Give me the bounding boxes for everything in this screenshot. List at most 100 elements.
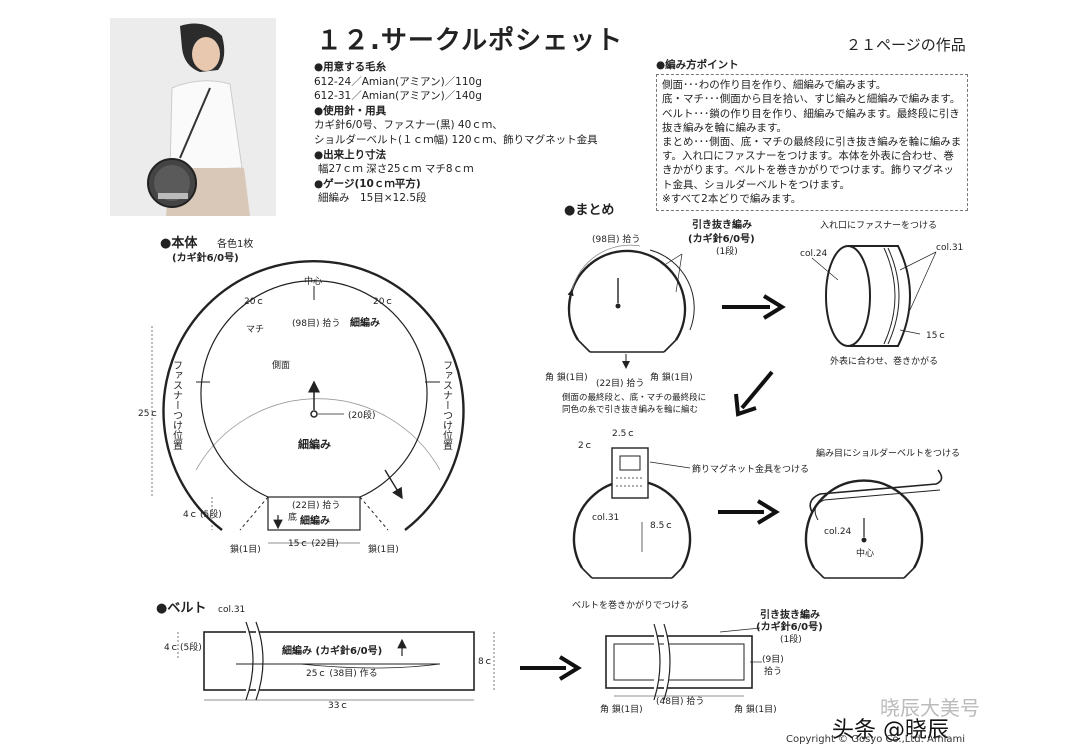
body-center-label: 中心 — [304, 275, 322, 287]
asm-dim-15: 15ｃ — [926, 331, 946, 341]
step-arrow — [520, 655, 582, 681]
tools-line: ショルダーベルト(１ｃｍ幅) 120ｃｍ、飾りマグネット金具 — [314, 133, 598, 146]
model-photo-illustration — [110, 18, 276, 216]
side-label: 側面 — [272, 359, 290, 371]
assembly-step4 — [804, 469, 943, 579]
watermark-site: 头条 @晓辰 — [832, 718, 949, 743]
bottom-pick-22: (22目) 拾う — [292, 499, 340, 511]
chain-right: 鎖(1目) — [368, 543, 399, 555]
points-heading: ●編み方ポイント — [656, 59, 739, 71]
zip-attach: 入れ口にファスナーをつける — [820, 220, 937, 231]
asm-pick-98: (98目) 拾う — [592, 233, 640, 245]
yarn-heading: ●用意する毛糸 — [314, 61, 387, 73]
height-25: 25ｃ — [138, 409, 158, 419]
model-photo — [110, 18, 276, 216]
step-arrow — [734, 370, 774, 417]
belt-col: col.31 — [218, 605, 245, 615]
height-4: 4ｃ — [183, 510, 198, 520]
belt-chain-25: 25ｃ (38目) 作る — [306, 667, 378, 679]
point-line: まとめ･･･側面、底・マチの最終段に引き抜き編みを輪に編みます。入れ口にファスナ… — [662, 136, 962, 191]
asm-corner-chain-left: 角 鎖(1目) — [545, 371, 588, 383]
size-heading: ●出来上り寸法 — [314, 148, 387, 161]
assembly-heading: ●まとめ — [564, 203, 614, 218]
asm-col24: col.24 — [800, 249, 828, 259]
bottom-label: 底 — [288, 511, 297, 523]
belt-rows-5: (5段) — [180, 641, 202, 653]
dim-2: 2ｃ — [578, 441, 593, 451]
asm-slip-stitch: 引き抜き編み — [692, 218, 752, 231]
points-box: 側面･･･わの作り目を作り、細編みで編みます。 底・マチ･･･側面から目を拾い、… — [656, 74, 968, 212]
size-line: 幅27ｃｍ 深さ25ｃｍ マチ8ｃｍ — [318, 163, 474, 176]
machi-label: マチ — [246, 324, 264, 335]
materials-block: ●用意する毛糸 612-24／Amian(アミアン)／110g 612-31／A… — [314, 60, 598, 206]
belt-whip-note: ベルトを巻きかがりでつける — [572, 599, 689, 611]
copyright: Copyright © Gosyo Co.,Ltd. Amiami — [786, 734, 965, 745]
dim-2-5: 2.5ｃ — [612, 429, 635, 439]
tools-heading: ●使用針・用具 — [314, 104, 387, 117]
point-line: 底・マチ･･･側面から目を拾い、すじ編みと細編みで編みます。 — [662, 93, 961, 106]
belt-hook: (カギ針6/0号) — [756, 620, 823, 633]
point-line: 側面･･･わの作り目を作り、細編みで編みます。 — [662, 79, 887, 92]
belt-dim-4: 4ｃ — [164, 643, 179, 653]
body-pick-98: (98目) 拾う — [292, 317, 340, 329]
belt-pick-word: 拾う — [764, 665, 782, 677]
belt-heading: ●ベルト — [156, 601, 206, 616]
body-sc-bottom: 細編み — [300, 514, 330, 527]
asm-corner-chain-right: 角 鎖(1目) — [650, 371, 693, 383]
body-sc-center: 細編み — [298, 437, 331, 451]
chain-left: 鎖(1目) — [230, 543, 261, 555]
body-hook: (カギ針6/0号) — [172, 251, 239, 264]
body-right-20: 20ｃ — [373, 297, 393, 307]
assembly-step1 — [567, 244, 695, 369]
step4-center: 中心 — [856, 547, 874, 559]
zip-position-left: ファスナーつけ位置 — [171, 360, 183, 450]
body-drawing — [151, 259, 465, 544]
belt-finished — [605, 623, 762, 701]
assembly-step2 — [811, 245, 937, 347]
asm-note-line: 同色の糸で引き抜き編みを輪に編む — [562, 404, 698, 415]
rows-5: (5段) — [200, 508, 222, 520]
gauge-heading: ●ゲージ(10ｃｍ平方) — [314, 177, 421, 190]
yarn-line: 612-24／Amian(アミアン)／110g — [314, 75, 482, 88]
bottom-width: 15ｃ (22目) — [288, 538, 339, 549]
yarn-line: 612-31／Amian(アミアン)／140g — [314, 90, 482, 103]
step-arrow — [722, 294, 786, 320]
shoulder-note: 編み目にショルダーベルトをつける — [816, 447, 960, 459]
step4-col24: col.24 — [824, 527, 852, 537]
page-title: １２.サークルポシェット — [316, 26, 624, 56]
belt-slip-stitch: 引き抜き編み — [760, 608, 820, 621]
dim-8-5: 8.5ｃ — [650, 521, 673, 531]
belt-pick-48: (48目) 拾う — [656, 695, 704, 707]
asm-rows-1: (1段) — [716, 245, 738, 257]
belt-dim-33: 33ｃ — [328, 701, 348, 711]
belt-pick-9: (9目) — [762, 654, 784, 665]
point-line: ※すべて2本どりで編みます。 — [662, 192, 802, 205]
body-sc-top: 細編み — [350, 316, 380, 329]
belt-corner-left: 角 鎖(1目) — [600, 703, 643, 715]
assembly-step3 — [572, 447, 692, 579]
body-left-20: 20ｃ — [244, 297, 264, 307]
tools-line: カギ針6/0号、ファスナー(黒) 40ｃｍ、 — [314, 119, 503, 132]
asm-hook: (カギ針6/0号) — [688, 232, 755, 245]
knitting-points: ●編み方ポイント 側面･･･わの作り目を作り、細編みで編みます。 底・マチ･･･… — [656, 58, 968, 212]
belt-corner-right: 角 鎖(1目) — [734, 703, 777, 715]
asm-pick-22: (22目) 拾う — [596, 377, 644, 389]
belt-drawing — [177, 621, 495, 701]
magnet-note: 飾りマグネット金具をつける — [692, 463, 809, 475]
asm-note-line: 側面の最終段と、底・マチの最終段に — [562, 392, 706, 403]
step3-col31: col.31 — [592, 513, 619, 523]
step-arrow — [718, 499, 780, 525]
body-note: 各色1枚 — [217, 237, 253, 250]
point-line: ベルト･･･鎖の作り目を作り、細編みで編みます。最終段に引き抜き編みを輪に編みま… — [662, 107, 960, 134]
belt-sc: 細編み (カギ針6/0号) — [282, 644, 382, 657]
whip-note: 外表に合わせ、巻きかがる — [830, 355, 938, 367]
belt-rows-1: (1段) — [780, 633, 802, 645]
belt-dim-8: 8ｃ — [478, 657, 493, 667]
rows-20: (20段) — [348, 409, 375, 421]
watermark-brand: 晓辰大美号 — [880, 696, 980, 720]
asm-col31: col.31 — [936, 243, 963, 253]
page-reference: ２１ページの作品 — [846, 36, 966, 54]
body-heading: ●本体 — [160, 235, 198, 251]
gauge-line: 細編み 15目×12.5段 — [318, 192, 427, 205]
